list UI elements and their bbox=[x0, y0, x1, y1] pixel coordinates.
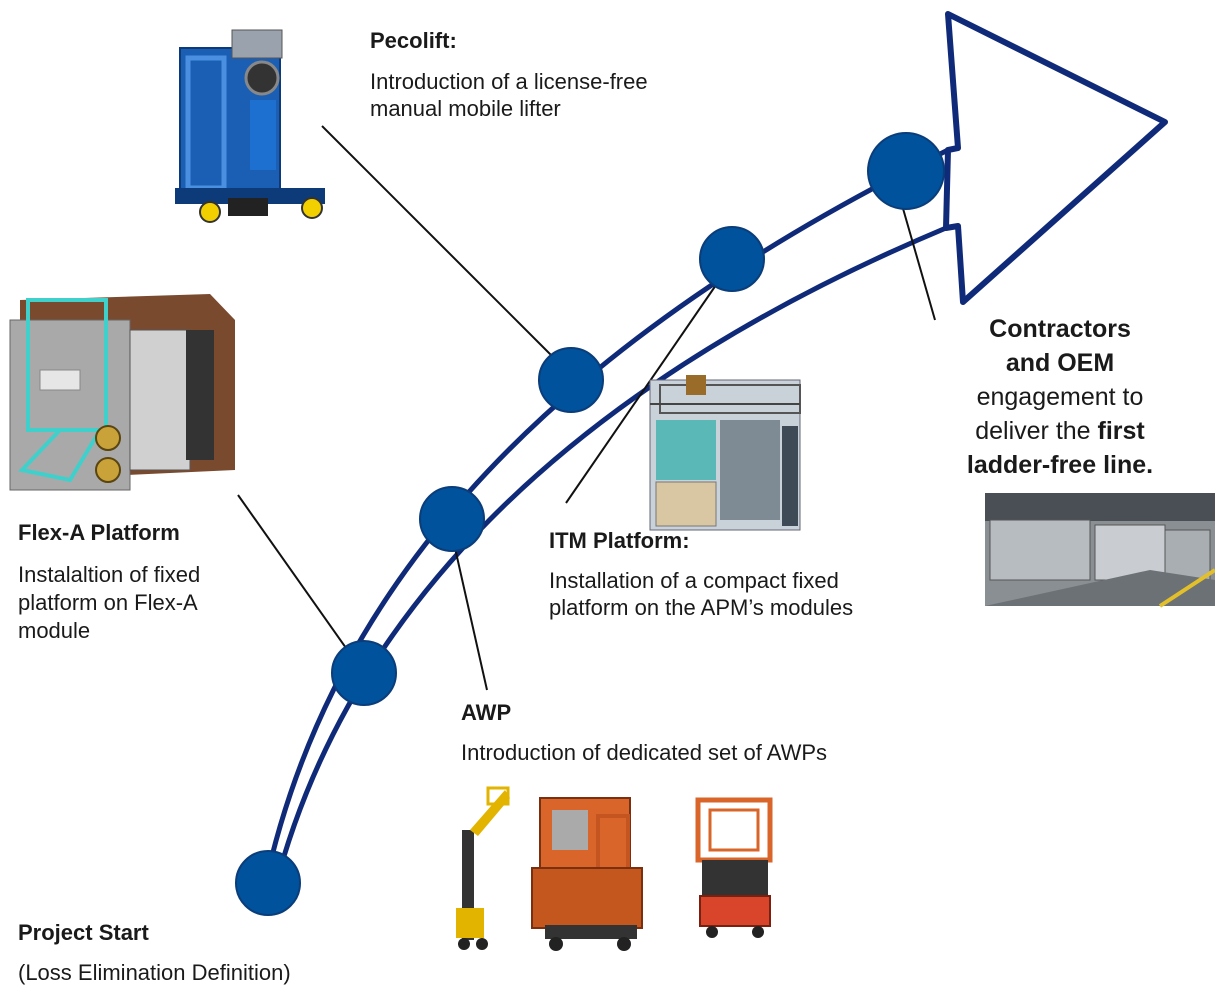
flex-a-image bbox=[9, 294, 235, 491]
flex-a-title: Flex-A Platform bbox=[18, 520, 180, 545]
node-awp bbox=[419, 486, 485, 552]
node-itm bbox=[699, 226, 765, 292]
awp-pusharound-image bbox=[695, 797, 773, 938]
end-line1: Contractors bbox=[989, 315, 1131, 343]
node-pecolift bbox=[538, 347, 604, 413]
awp-desc: Introduction of dedicated set of AWPs bbox=[461, 740, 828, 765]
pecolift-image bbox=[175, 29, 325, 223]
end-line4-bold: first bbox=[1097, 417, 1145, 445]
end-line2: and OEM bbox=[1005, 349, 1115, 377]
node-project-start bbox=[235, 850, 301, 916]
itm-title: ITM Platform: bbox=[549, 528, 690, 553]
pecolift-desc-line1: Introduction of a license-free bbox=[370, 69, 648, 94]
end-line3: engagement to bbox=[976, 383, 1144, 411]
end-line4-pre: deliver the bbox=[975, 417, 1098, 445]
pecolift-title: Pecolift: bbox=[370, 28, 457, 53]
project-start-title: Project Start bbox=[18, 920, 149, 945]
itm-image bbox=[649, 375, 801, 531]
node-flex-a bbox=[331, 640, 397, 706]
roadmap-path-outer bbox=[259, 147, 950, 901]
awp-scissor-image bbox=[531, 797, 643, 951]
awp-boom-image bbox=[456, 786, 510, 950]
flex-a-desc-line2: platform on Flex-A bbox=[18, 590, 198, 615]
project-start-desc: (Loss Elimination Definition) bbox=[18, 960, 291, 985]
production-line-image bbox=[985, 493, 1215, 608]
flex-a-desc-line1: Instalaltion of fixed bbox=[18, 562, 201, 587]
node-end bbox=[867, 132, 945, 210]
itm-desc-line2: platform on the APM’s modules bbox=[549, 595, 854, 620]
end-line5: ladder-free line. bbox=[966, 451, 1154, 479]
connector-itm bbox=[565, 284, 717, 504]
flex-a-desc-line3: module bbox=[18, 618, 91, 643]
connector-end bbox=[901, 204, 936, 321]
end-milestone-text: Contractors and OEM engagement to delive… bbox=[930, 312, 1190, 482]
itm-desc-line1: Installation of a compact fixed bbox=[549, 568, 839, 593]
connector-flex-a bbox=[237, 494, 347, 649]
awp-title: AWP bbox=[461, 700, 512, 725]
connector-pecolift bbox=[321, 125, 557, 361]
arrow-head-icon bbox=[943, 11, 1168, 305]
pecolift-desc-line2: manual mobile lifter bbox=[370, 96, 561, 121]
connector-awp bbox=[454, 547, 488, 691]
roadmap-path-inner bbox=[269, 225, 947, 901]
